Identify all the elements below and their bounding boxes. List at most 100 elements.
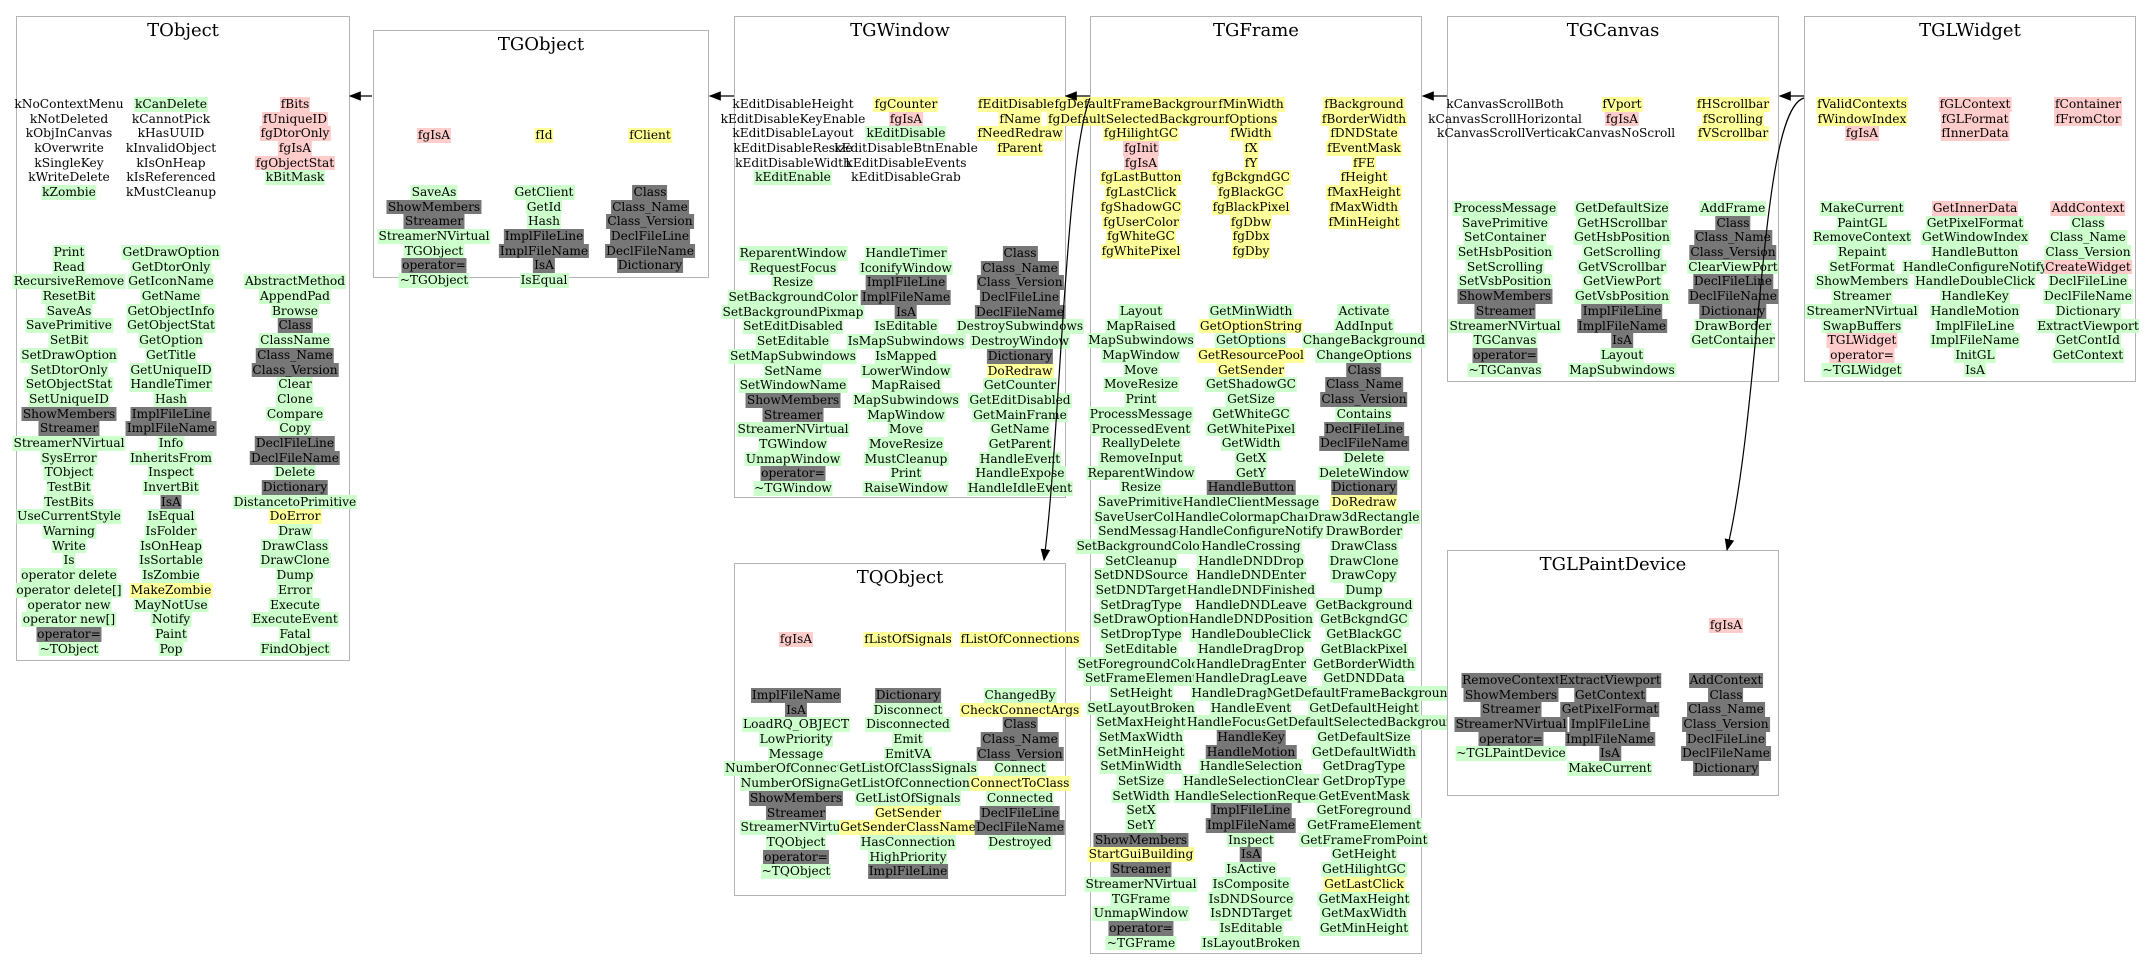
method-item[interactable]: GetBackground: [1314, 597, 1414, 613]
method-item[interactable]: ImplFileLine: [1581, 303, 1663, 319]
method-item[interactable]: Write: [51, 538, 87, 554]
member-item[interactable]: kEditDisableHeight: [732, 97, 854, 111]
method-item[interactable]: ImplFileName: [1564, 731, 1656, 747]
member-item[interactable]: fgObjectStat: [254, 155, 336, 171]
method-item[interactable]: Streamer: [1831, 289, 1893, 304]
method-item[interactable]: StreamerNVirtual: [739, 820, 853, 835]
method-item[interactable]: GetObjectStat: [126, 318, 216, 334]
method-item[interactable]: DoRedraw: [986, 363, 1054, 379]
method-item[interactable]: [294, 245, 296, 260]
method-item[interactable]: ConnectToClass: [969, 776, 1071, 791]
method-item[interactable]: Class: [2070, 215, 2106, 231]
member-item[interactable]: fgShadowGC: [1099, 199, 1183, 215]
method-item[interactable]: Class_Name: [1325, 377, 1403, 393]
method-item[interactable]: Connect: [993, 761, 1047, 777]
method-item[interactable]: Layout: [1599, 347, 1645, 363]
method-item[interactable]: HandleSelectionRequest: [1173, 788, 1329, 804]
method-item[interactable]: GetDefaultSize: [1316, 729, 1412, 745]
method-item[interactable]: ClassName: [259, 333, 331, 348]
method-item[interactable]: ExtractViewport: [1558, 673, 1662, 688]
method-item[interactable]: Streamer: [765, 805, 827, 821]
method-item[interactable]: Clone: [276, 391, 314, 407]
method-item[interactable]: StreamerNVirtual: [1084, 876, 1198, 892]
method-item[interactable]: HandleSelectionClear: [1182, 774, 1320, 789]
method-item[interactable]: SetDrawOption: [1092, 612, 1190, 628]
member-item[interactable]: fFE: [1352, 155, 1376, 171]
method-item[interactable]: TQObject: [765, 834, 827, 850]
member-item[interactable]: fgDby: [1231, 243, 1271, 259]
method-item[interactable]: Class: [632, 185, 668, 200]
method-item[interactable]: Disconnect: [872, 702, 944, 718]
method-item[interactable]: SetDtorOnly: [29, 362, 109, 378]
method-item[interactable]: DestroySubwindows: [955, 319, 1085, 335]
method-item[interactable]: ExecuteEvent: [251, 612, 339, 627]
method-item[interactable]: GetDefaultFrameBackground: [1271, 685, 1457, 701]
method-item[interactable]: MoveResize: [1102, 377, 1180, 393]
method-item[interactable]: SetBackgroundColor: [727, 290, 859, 305]
method-item[interactable]: IsA: [1611, 333, 1633, 348]
method-item[interactable]: Class_Name: [2049, 230, 2127, 246]
method-item[interactable]: operator=: [763, 849, 829, 865]
method-item[interactable]: SaveAs: [410, 185, 458, 200]
member-item[interactable]: fgWhitePixel: [1100, 243, 1182, 259]
member-item[interactable]: fgUserColor: [1102, 214, 1180, 230]
method-item[interactable]: Class: [1346, 362, 1382, 378]
method-item[interactable]: TGCanvas: [1472, 333, 1538, 348]
method-item[interactable]: SetName: [763, 363, 823, 379]
member-item[interactable]: fUniqueID: [262, 111, 328, 127]
method-item[interactable]: GetHsbPosition: [1573, 230, 1671, 246]
method-item[interactable]: IsA: [895, 304, 917, 320]
member-item[interactable]: fBackground: [1323, 97, 1405, 112]
method-item[interactable]: ClearViewPort: [1687, 259, 1779, 275]
method-item[interactable]: IsA: [1599, 746, 1621, 762]
method-item[interactable]: GetCounter: [982, 378, 1058, 393]
method-item[interactable]: SetEditable: [755, 334, 831, 349]
method-item[interactable]: UnmapWindow: [744, 451, 842, 467]
method-item[interactable]: GetFrameFromPoint: [1299, 832, 1429, 848]
method-item[interactable]: TGFrame: [1110, 891, 1172, 907]
method-item[interactable]: Paint: [154, 626, 188, 642]
method-item[interactable]: DeclFileLine: [254, 435, 336, 451]
method-item[interactable]: ImplFileName: [498, 243, 590, 259]
method-item[interactable]: SetX: [1125, 803, 1157, 819]
member-item[interactable]: fDNDState: [1329, 126, 1399, 142]
method-item[interactable]: SetDragType: [1099, 597, 1183, 613]
method-item[interactable]: SetSize: [1116, 774, 1166, 789]
member-item[interactable]: fWidth: [1229, 126, 1273, 142]
method-item[interactable]: GetDropType: [1321, 774, 1407, 789]
method-item[interactable]: HandleDNDDrop: [1197, 553, 1305, 569]
method-item[interactable]: ~TQObject: [760, 864, 832, 879]
method-item[interactable]: ImplFileName: [1576, 318, 1668, 334]
method-item[interactable]: MayNotUse: [133, 597, 209, 613]
method-item[interactable]: Disconnected: [865, 717, 951, 733]
method-item[interactable]: IsEditable: [1218, 920, 1284, 936]
method-item[interactable]: IsDNDSource: [1207, 891, 1295, 907]
method-item[interactable]: DeclFileName: [1319, 436, 1409, 451]
method-item[interactable]: LowPriority: [758, 732, 834, 747]
method-item[interactable]: GetDefaultSize: [1574, 201, 1670, 216]
method-item[interactable]: IsA: [1240, 847, 1262, 863]
method-item[interactable]: MapWindow: [866, 407, 946, 423]
member-item[interactable]: kOverwrite: [34, 141, 104, 156]
method-item[interactable]: IsEqual: [519, 273, 569, 288]
method-item[interactable]: HandleDNDEnter: [1195, 568, 1307, 584]
method-item[interactable]: Activate: [1337, 304, 1391, 319]
method-item[interactable]: SetBackgroundPixmap: [721, 304, 865, 320]
method-item[interactable]: operator new[]: [21, 612, 117, 627]
method-item[interactable]: GetDefaultSelectedBackground: [1265, 715, 1463, 730]
method-item[interactable]: MakeZombie: [129, 582, 213, 598]
method-item[interactable]: TObject: [43, 465, 95, 480]
method-item[interactable]: operator=: [760, 466, 826, 481]
method-item[interactable]: Destroyed: [987, 834, 1053, 850]
method-item[interactable]: IsEqual: [146, 509, 196, 525]
member-item[interactable]: fMinHeight: [1327, 214, 1401, 230]
method-item[interactable]: ChangedBy: [983, 688, 1057, 703]
member-item[interactable]: kIsOnHeap: [136, 155, 206, 170]
member-item[interactable]: fValidContexts: [1816, 97, 1908, 112]
method-item[interactable]: operator new: [26, 597, 112, 613]
member-item[interactable]: fgIsA: [277, 141, 313, 156]
method-item[interactable]: ExtractViewport: [2036, 318, 2140, 334]
method-item[interactable]: GetListOfConnections: [838, 776, 978, 791]
method-item[interactable]: Message: [767, 746, 825, 762]
method-item[interactable]: GetOptionString: [1198, 318, 1304, 334]
